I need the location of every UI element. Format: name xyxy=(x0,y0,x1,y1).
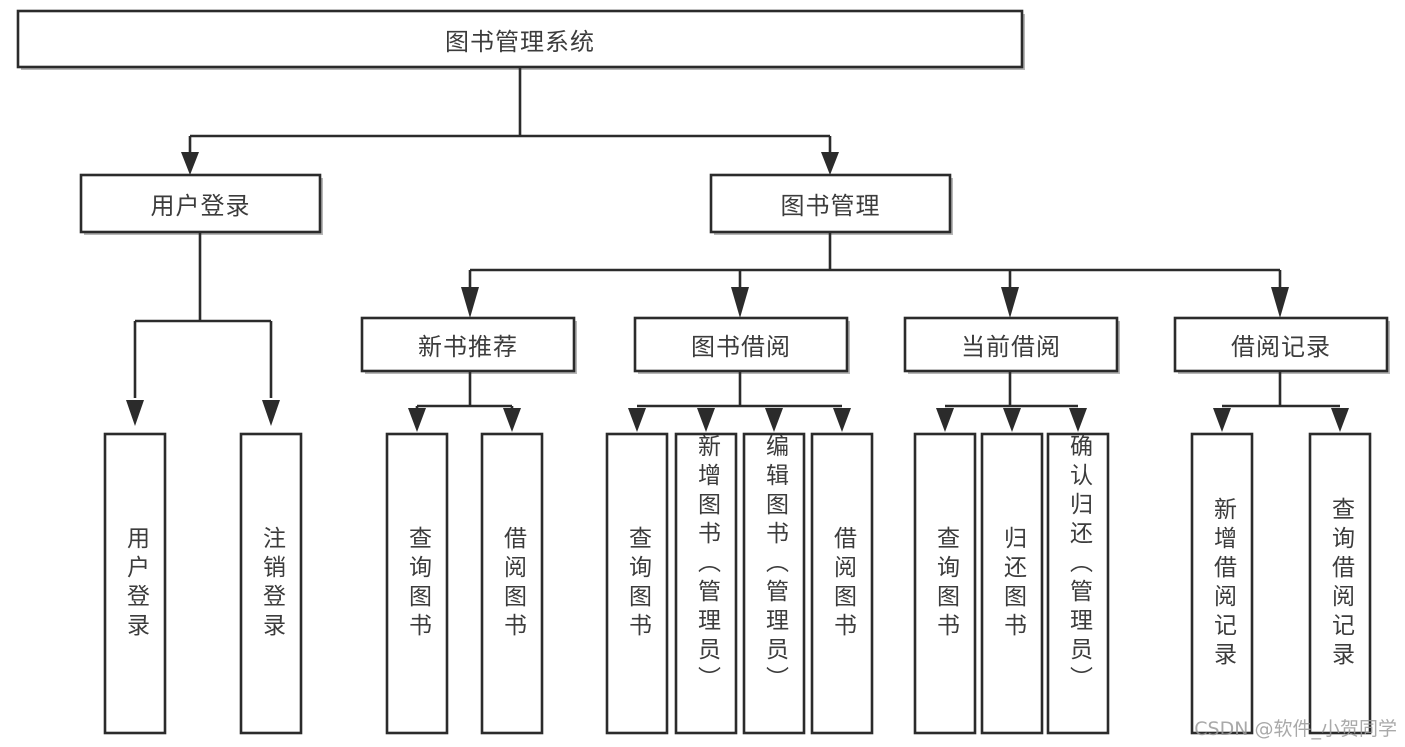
node-leaf-confirm-return[interactable] xyxy=(1046,432,1110,735)
node-user-login[interactable] xyxy=(79,173,323,235)
node-leaf-edit-book[interactable] xyxy=(742,432,806,735)
arrow-head-leaf-edit-book xyxy=(765,408,783,432)
node-leaf-query-book-1[interactable] xyxy=(385,432,449,735)
node-new-book-recommend[interactable] xyxy=(360,316,577,374)
node-root[interactable] xyxy=(16,9,1025,70)
arrow-head-new-book xyxy=(461,287,479,318)
arrow-head-current-borrow xyxy=(1001,287,1019,318)
arrow-head-leaf-borrow-book-2 xyxy=(833,408,851,432)
node-book-borrow[interactable] xyxy=(633,316,850,374)
node-leaf-borrow-book-2[interactable] xyxy=(810,432,874,735)
node-borrow-record[interactable] xyxy=(1173,316,1390,374)
arrow-head-leaf-add-book xyxy=(697,408,715,432)
arrow-head-leaf-query-book-3 xyxy=(936,408,954,432)
arrow-head-leaf-query-book-1 xyxy=(408,408,426,432)
arrow-head-leaf-query-record xyxy=(1331,408,1349,432)
node-leaf-logout[interactable] xyxy=(239,432,303,735)
arrow-head-leaf-logout xyxy=(262,400,280,426)
node-leaf-add-record[interactable] xyxy=(1190,432,1254,735)
arrow-head-leaf-user-login xyxy=(126,400,144,426)
arrow-head-leaf-confirm-return xyxy=(1069,408,1087,432)
node-leaf-borrow-book-1[interactable] xyxy=(480,432,544,735)
node-leaf-query-book-2[interactable] xyxy=(605,432,669,735)
arrow-head-leaf-borrow-book-1 xyxy=(503,408,521,432)
arrow-head-leaf-return-book xyxy=(1003,408,1021,432)
arrow-head-user-login xyxy=(181,152,199,175)
node-leaf-return-book[interactable] xyxy=(980,432,1044,735)
node-current-borrow[interactable] xyxy=(903,316,1120,374)
arrow-head-leaf-add-record xyxy=(1213,408,1231,432)
node-book-manage[interactable] xyxy=(709,173,953,235)
node-leaf-query-record[interactable] xyxy=(1308,432,1372,735)
arrow-head-book-manage xyxy=(821,152,839,175)
node-leaf-query-book-3[interactable] xyxy=(913,432,977,735)
node-leaf-add-book[interactable] xyxy=(674,432,738,735)
arrow-head-book-borrow xyxy=(731,287,749,318)
node-leaf-user-login[interactable] xyxy=(103,432,167,735)
arrow-head-leaf-query-book-2 xyxy=(628,408,646,432)
arrow-head-borrow-record xyxy=(1271,287,1289,318)
